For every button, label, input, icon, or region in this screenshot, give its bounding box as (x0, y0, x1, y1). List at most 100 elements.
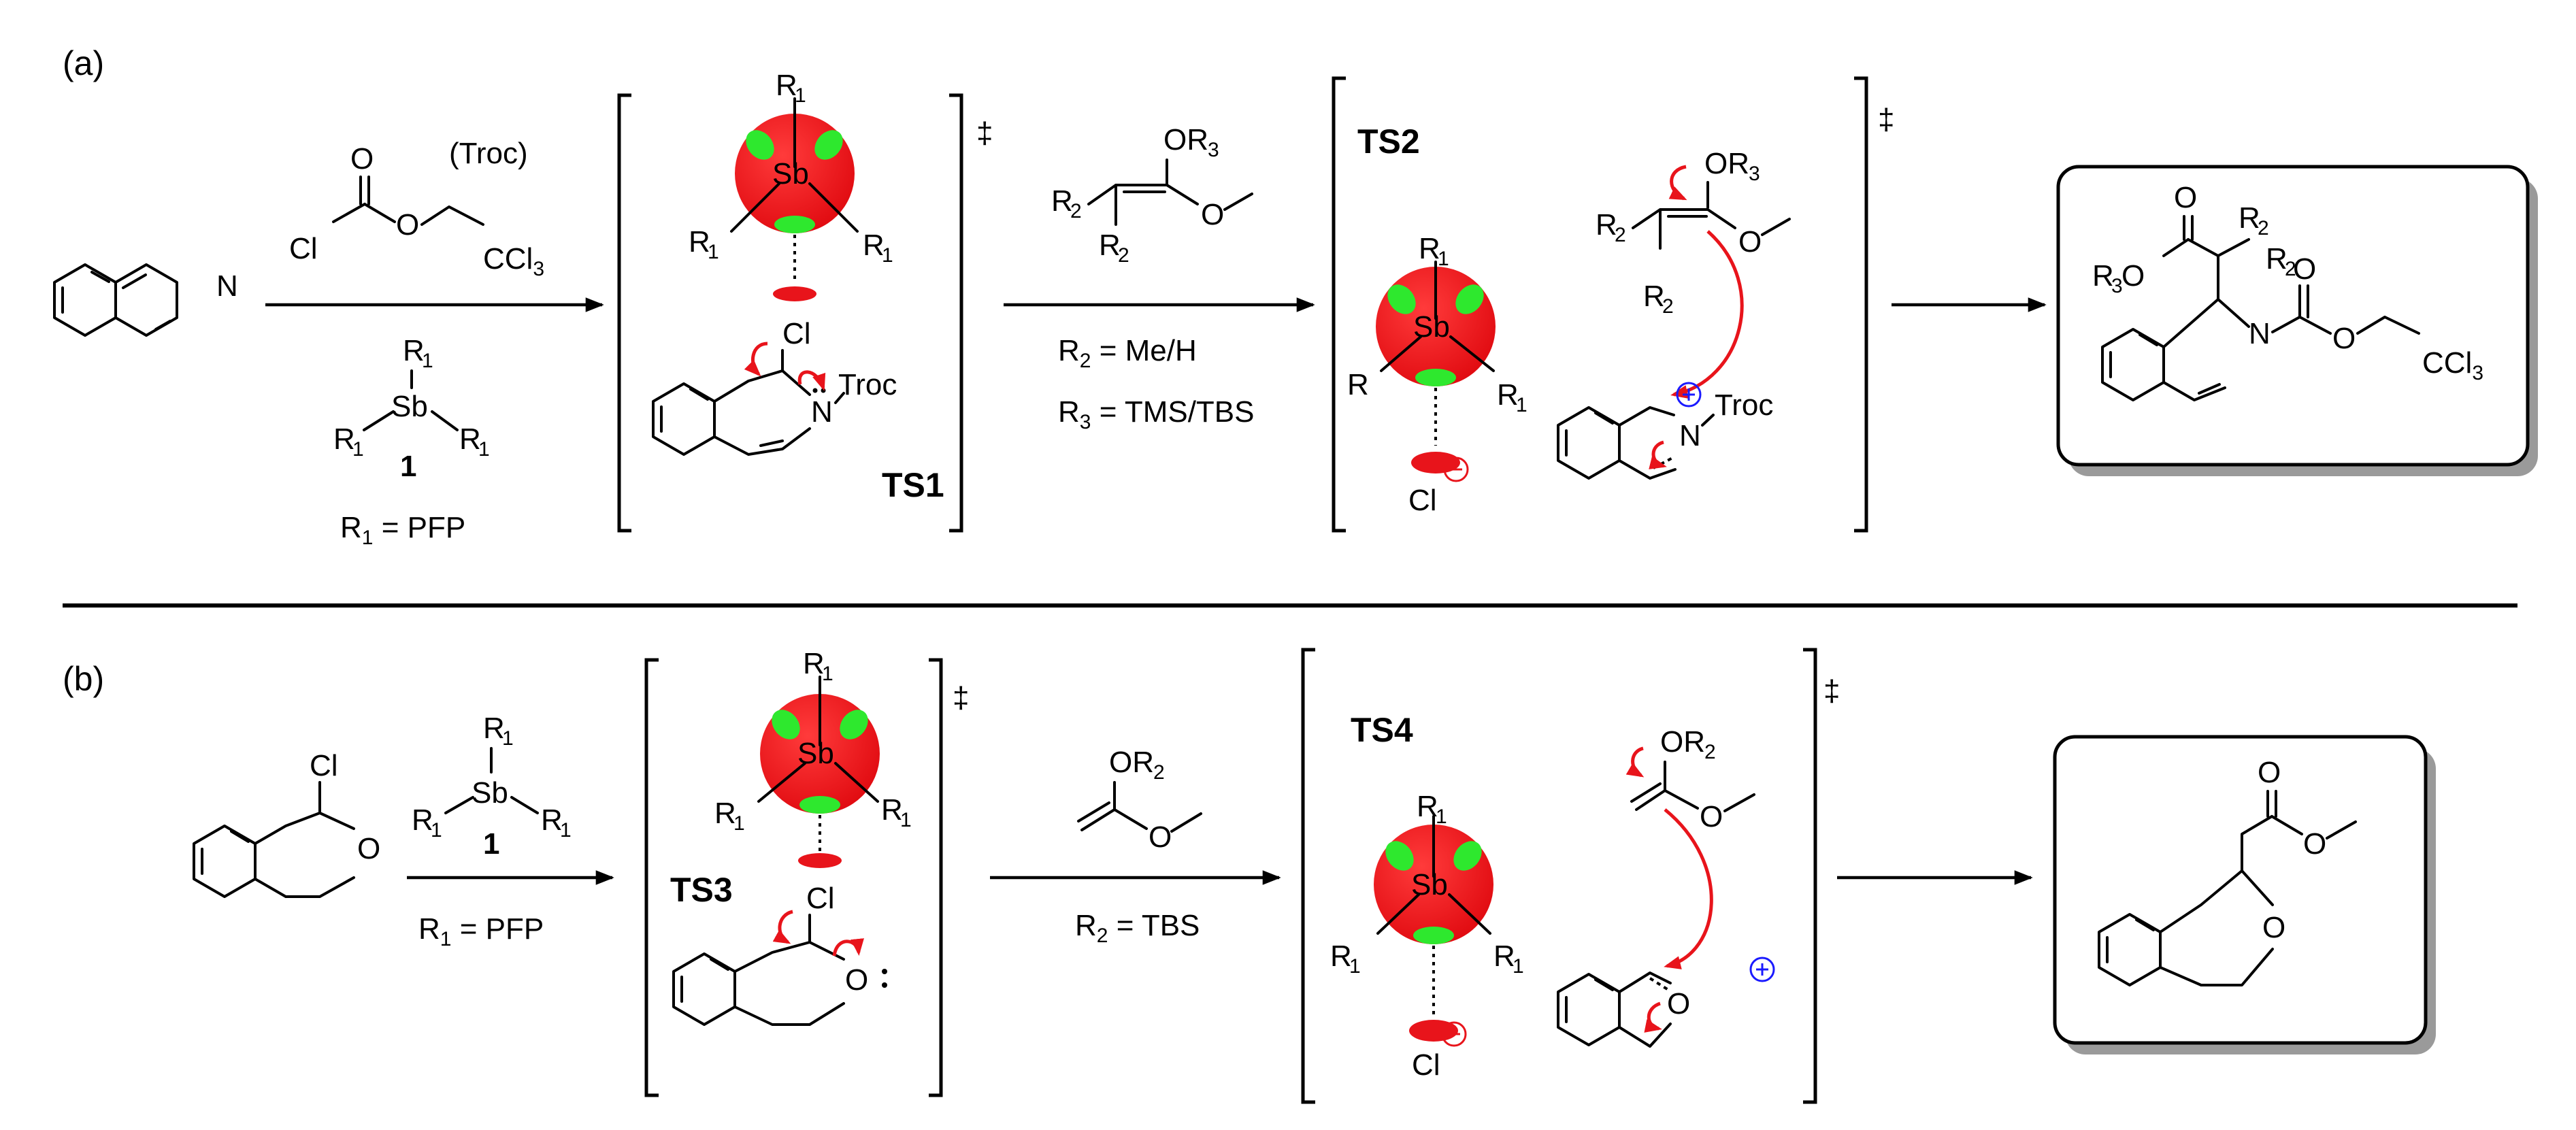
catalyst-sbr3-a: R 1 Sb R 1 R 1 1 (333, 334, 490, 483)
svg-text:R: R (881, 793, 903, 827)
nucleophile-ts4: OR 2 O (1630, 725, 1755, 833)
svg-text:R: R (333, 422, 355, 456)
svg-text:R: R (803, 647, 825, 680)
svg-text:1: 1 (478, 438, 490, 461)
svg-text:O: O (2303, 827, 2326, 861)
r1-definition-a: R1 = PFP (340, 511, 465, 549)
svg-text:R: R (412, 803, 433, 837)
svg-text:1: 1 (900, 809, 912, 831)
svg-text:O: O (1667, 987, 1690, 1020)
curly-arrow-ts2-a (1668, 165, 1687, 201)
svg-text:2: 2 (1704, 741, 1716, 763)
svg-text:OR: OR (1109, 746, 1154, 779)
svg-text:2: 2 (1615, 224, 1626, 246)
svg-text:OR: OR (1660, 725, 1705, 759)
catalyst-sbr3-b: R 1 Sb R 1 R 1 1 (412, 712, 572, 861)
ts2-label: TS2 (1357, 122, 1420, 161)
svg-text:R: R (1419, 232, 1440, 265)
svg-text:OR: OR (1163, 123, 1208, 156)
bracket-ts3-left (644, 658, 659, 1097)
product-a: O R 2 R 2 R 3 O N O O CCl3 (2092, 181, 2483, 401)
svg-text:2: 2 (1118, 244, 1129, 267)
panel-label-a: (a) (63, 44, 104, 82)
svg-text:R: R (1051, 184, 1073, 218)
iminium-ts2: N Troc (1557, 382, 1773, 480)
svg-text:O: O (2121, 259, 2145, 293)
ts3-label: TS3 (670, 871, 733, 909)
svg-text:1: 1 (1438, 248, 1449, 270)
svg-text:1: 1 (822, 663, 833, 685)
svg-text:R: R (1099, 229, 1121, 262)
svg-text:1: 1 (1349, 955, 1361, 978)
dagger-ts1: ‡ (976, 116, 993, 150)
bracket-ts2-right (1854, 76, 1868, 533)
catalyst-number-b: 1 (483, 827, 499, 861)
nucleophile-ts2: OR 3 R 2 O R 2 (1596, 147, 1791, 318)
dagger-ts4: ‡ (1823, 674, 1840, 708)
svg-text:Sb: Sb (772, 157, 809, 190)
svg-text:O: O (845, 963, 868, 997)
svg-text:3: 3 (1208, 139, 1219, 161)
svg-text:2: 2 (1153, 761, 1165, 784)
svg-text:1: 1 (1513, 955, 1524, 978)
svg-text:Sb: Sb (1413, 310, 1450, 344)
bracket-ts4-right (1803, 648, 1817, 1104)
r1-definition-b: R1 = PFP (418, 912, 544, 950)
bracket-ts1-right (949, 93, 963, 533)
curly-arrow-ts1-b (797, 370, 826, 391)
svg-text:Sb: Sb (391, 390, 428, 423)
sb-sphere-ts1: Sb R 1 R 1 R 1 (689, 69, 893, 301)
ccl3: CCl3 (483, 242, 544, 280)
svg-text:3: 3 (1749, 163, 1760, 185)
r2-definition-b: R2 = TBS (1075, 909, 1200, 947)
positive-charge-icon-b (1756, 963, 1768, 976)
atom-n: N (216, 269, 238, 303)
svg-text:2: 2 (2258, 217, 2269, 239)
sb-sphere-ts4: Sb R 1 R 1 R 1 Cl (1330, 790, 1524, 1082)
svg-text:Cl: Cl (782, 317, 811, 350)
svg-text:O: O (2332, 322, 2356, 355)
chloroisochroman: Cl O (193, 749, 380, 898)
svg-text:1: 1 (502, 727, 514, 750)
svg-text:Sb: Sb (1411, 868, 1448, 901)
dagger-ts2: ‡ (1878, 103, 1894, 136)
svg-text:R: R (1497, 378, 1519, 412)
svg-text:O: O (1149, 820, 1172, 854)
svg-text:Cl: Cl (1408, 484, 1437, 517)
svg-text:O: O (2174, 181, 2197, 214)
svg-text:O: O (1201, 198, 1224, 231)
r2-definition-a: R2 = Me/H (1058, 334, 1197, 372)
svg-text:Cl: Cl (806, 882, 835, 915)
svg-text:R: R (776, 69, 797, 102)
svg-text:R: R (1417, 790, 1438, 823)
svg-text:R: R (403, 334, 425, 367)
svg-text:R: R (689, 225, 710, 259)
svg-text:1: 1 (560, 819, 572, 842)
svg-text:2: 2 (1662, 295, 1674, 318)
svg-text:R: R (2092, 259, 2114, 293)
svg-text:R: R (714, 797, 736, 830)
troc-label: (Troc) (449, 137, 528, 170)
svg-text:1: 1 (431, 819, 442, 842)
curly-arrow-ts1-a (744, 342, 768, 377)
ts4-label: TS4 (1351, 711, 1413, 749)
sb-sphere-ts2: Sb R 1 R R 1 Cl (1347, 232, 1528, 517)
svg-text:1: 1 (882, 244, 893, 267)
svg-text:O: O (1738, 225, 1762, 259)
svg-text:R: R (1347, 368, 1369, 401)
curly-arrow-ts4-a (1625, 746, 1645, 778)
svg-text:1: 1 (733, 812, 745, 835)
curly-arrow-ts3-a (772, 910, 793, 944)
svg-text:1: 1 (708, 241, 719, 263)
bracket-ts4-left (1301, 648, 1315, 1104)
svg-text:R: R (2266, 242, 2288, 276)
curly-arrow-ts4-c (1644, 1001, 1662, 1033)
svg-text:R: R (1643, 280, 1665, 313)
substrate-ts1: Cl N Troc TS1 (652, 317, 944, 504)
svg-text:CCl3: CCl3 (2422, 346, 2483, 384)
substrate-ts3: Cl O (672, 882, 887, 1026)
ketene-acetal-a: OR 3 R 2 O R 2 (1051, 123, 1253, 267)
svg-text:1: 1 (1516, 394, 1528, 416)
panel-label-b: (b) (63, 660, 104, 698)
